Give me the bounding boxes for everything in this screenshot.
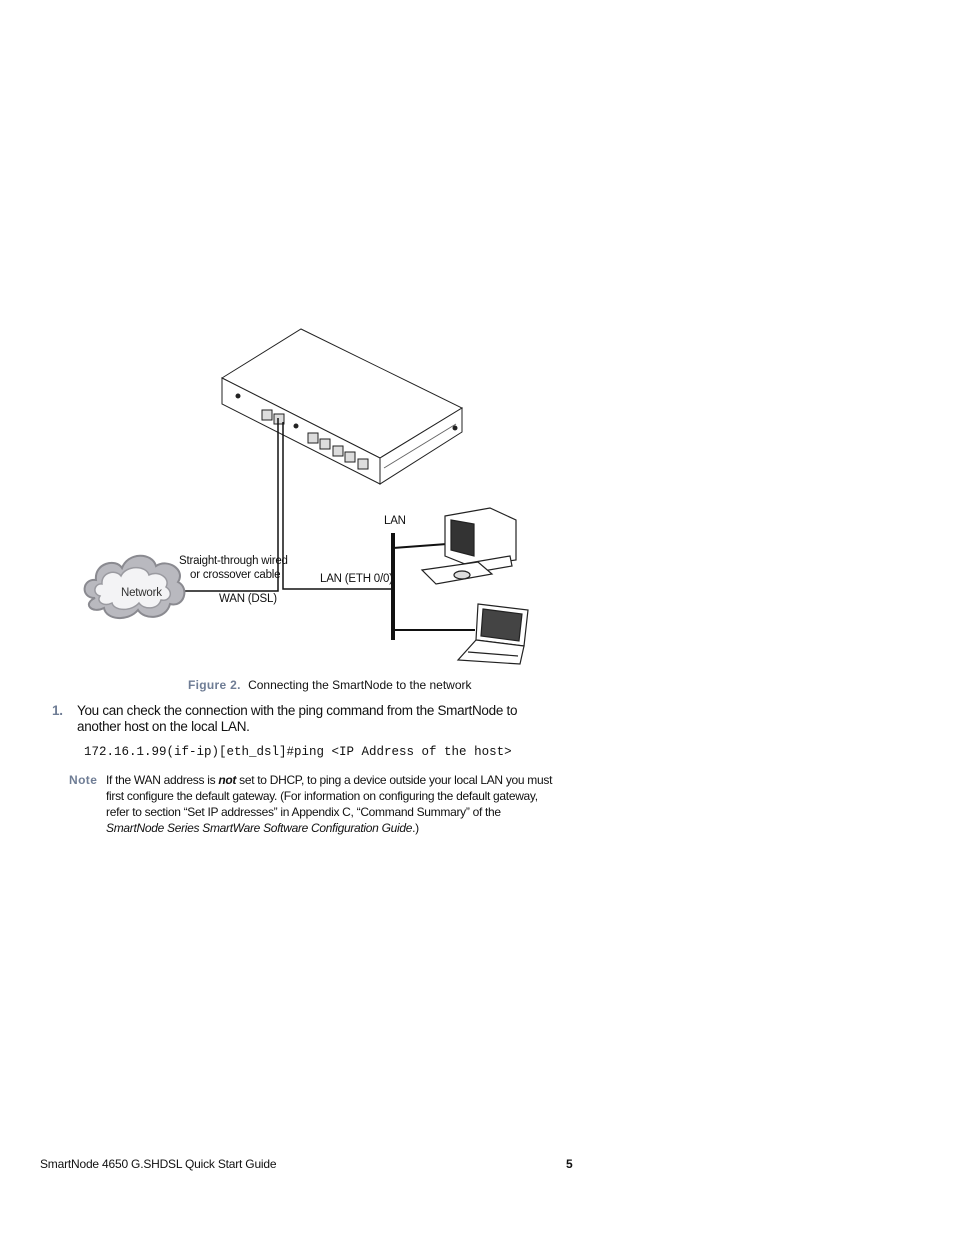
step-number: 1. — [52, 703, 63, 718]
network-cloud-icon — [83, 554, 186, 619]
lan-label: LAN — [384, 515, 406, 527]
footer-title: SmartNode 4650 G.SHDSL Quick Start Guide — [40, 1157, 277, 1171]
network-label: Network — [121, 587, 162, 599]
page-number: 5 — [566, 1157, 573, 1171]
wan-label: WAN (DSL) — [219, 593, 277, 605]
network-diagram: LAN Straight-through wired or crossover … — [83, 328, 529, 665]
step-item: 1. You can check the connection with the… — [52, 703, 552, 735]
cable-label-line2: or crossover cable — [190, 569, 281, 581]
command-example: 172.16.1.99(if-ip)[eth_dsl]#ping <IP Add… — [84, 745, 512, 759]
lan-eth-label: LAN (ETH 0/0) — [320, 573, 393, 585]
figure-number: Figure 2. — [188, 678, 241, 692]
note-body: If the WAN address is not set to DHCP, t… — [106, 773, 553, 835]
figure-caption-text: Connecting the SmartNode to the network — [248, 678, 472, 692]
laptop-computer-icon — [456, 603, 529, 665]
desktop-computer-icon — [420, 507, 517, 585]
guide-title: SmartNode Series SmartWare Software Conf… — [106, 821, 413, 835]
step-text: You can check the connection with the pi… — [77, 703, 518, 734]
cable-label-line1: Straight-through wired — [179, 555, 288, 567]
smartnode-device — [220, 328, 464, 485]
note-block: Note If the WAN address is not set to DH… — [69, 772, 559, 836]
figure-caption: Figure 2. Connecting the SmartNode to th… — [188, 678, 472, 692]
wan-cable — [183, 418, 391, 592]
note-emphasis: not — [218, 773, 237, 787]
note-label: Note — [69, 773, 98, 787]
